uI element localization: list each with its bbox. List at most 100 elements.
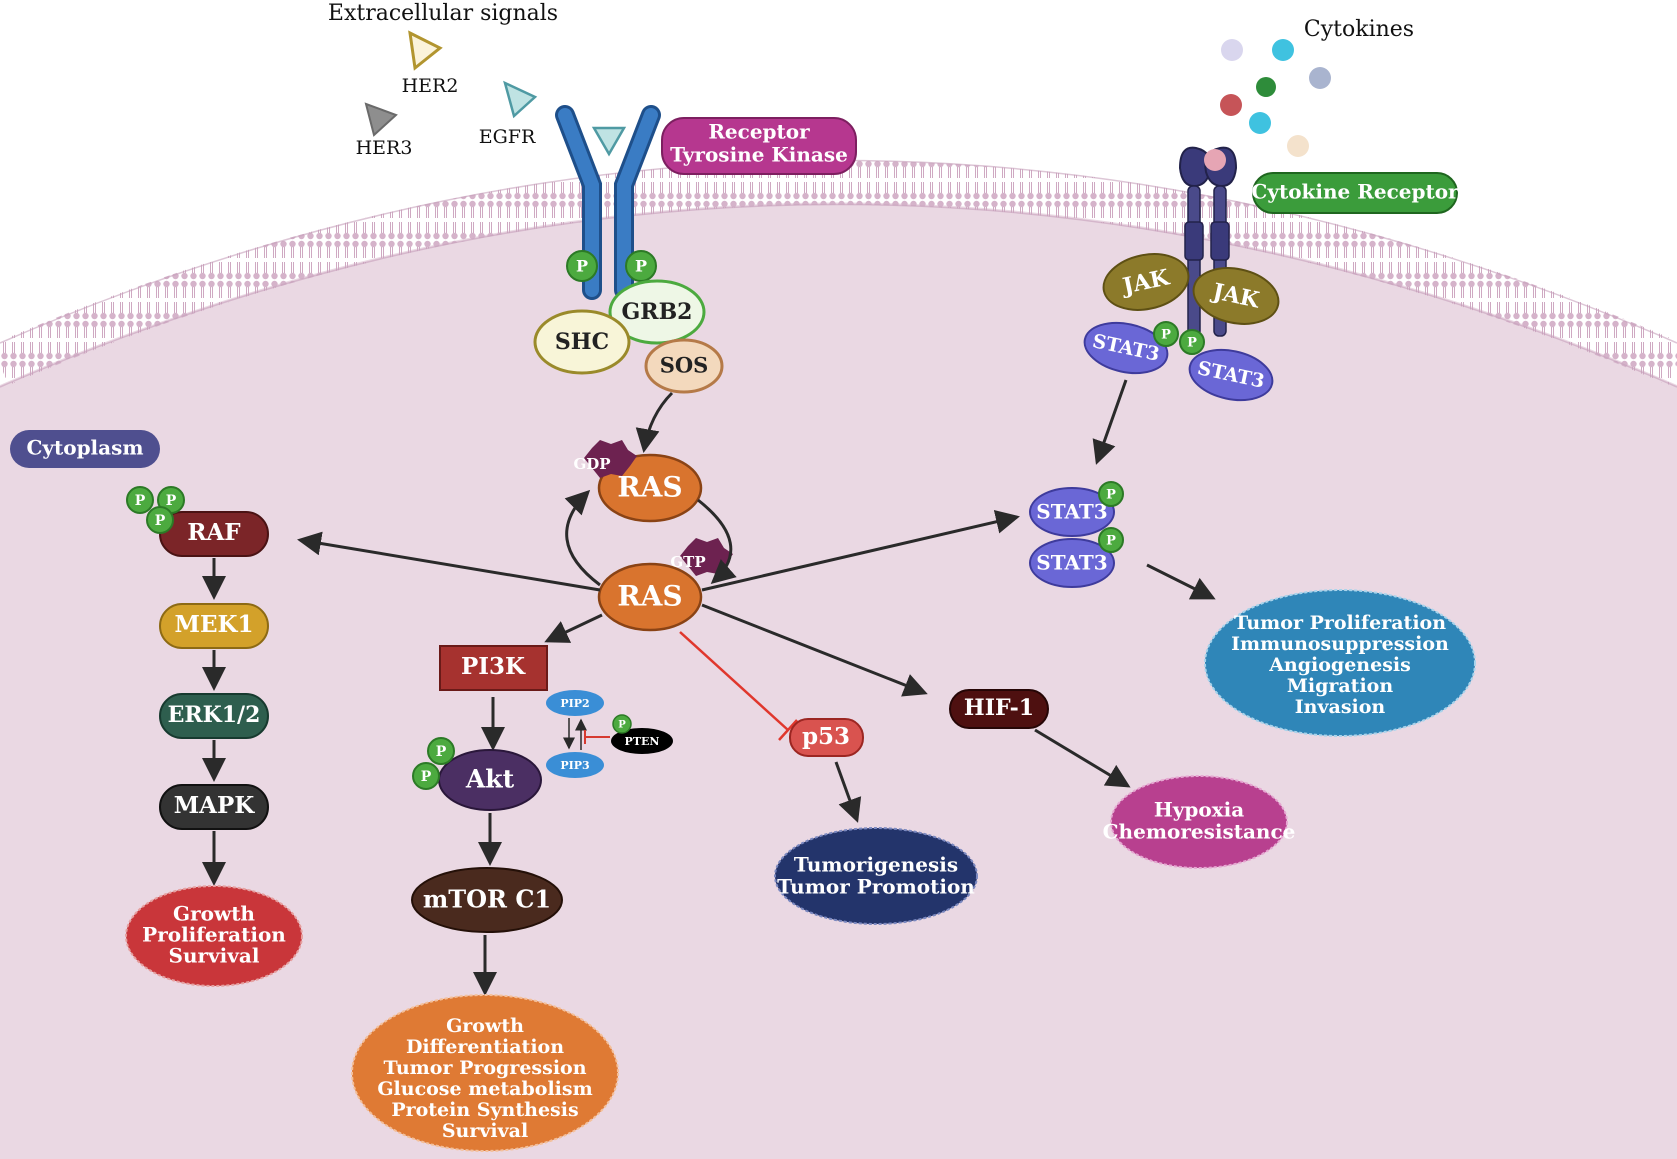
- her2-label: HER2: [402, 75, 459, 97]
- cytokine-dot-2: [1272, 39, 1294, 61]
- stat-outcome-line4: Migration: [1287, 675, 1394, 697]
- mek1-node: [159, 603, 269, 649]
- bound-egfr-ligand-icon: [591, 126, 627, 157]
- ras-gtp-label: RAS: [617, 580, 682, 613]
- arrow-ras-to-pi3k: [544, 613, 603, 643]
- arrow-stat3-to-outcome: [1146, 563, 1216, 600]
- sos-label: SOS: [660, 353, 709, 378]
- hif1-label: HIF-1: [964, 695, 1034, 721]
- ras-gtp-node: [597, 562, 703, 632]
- arrow-ras-gtp-to-gdp: [564, 489, 601, 587]
- svg-text:P: P: [436, 744, 447, 760]
- erk-node: [159, 693, 269, 739]
- shc-label: SHC: [555, 329, 609, 355]
- her2-ligand-icon: [408, 30, 443, 71]
- mapk-outcome-line1: Growth: [173, 902, 255, 926]
- arrow-stat3-membrane-to-dimer: [1092, 379, 1128, 465]
- mtor-outcome-node: [351, 994, 619, 1152]
- p53-outcome-node: [774, 827, 978, 925]
- stat3-dimer-top-node: [1029, 487, 1115, 537]
- svg-text:P: P: [1106, 488, 1116, 503]
- mapk-node: [159, 784, 269, 830]
- pi3k-node: [439, 645, 548, 691]
- arrow-hif1-to-outcome: [1034, 728, 1131, 788]
- mtor-outcome-line2: Differentiation: [406, 1036, 564, 1058]
- cytokine-dot-5: [1220, 94, 1242, 116]
- pip2-node: [546, 690, 604, 716]
- cytokine-dot-6: [1249, 112, 1271, 134]
- stat3-membrane-phospho-left: P: [1153, 321, 1179, 347]
- gdp-badge: [584, 440, 637, 478]
- mtor-node: [411, 867, 563, 933]
- receptor-tyrosine-kinase-label-box: [661, 117, 857, 175]
- mapk-outcome-line3: Survival: [169, 944, 260, 968]
- rtk-phospho-left: P: [566, 250, 598, 282]
- erk-label: ERK1/2: [168, 702, 261, 728]
- egfr-ligand-icon: [503, 80, 538, 119]
- arrow-ras-gdp-to-gtp: [697, 498, 737, 584]
- cytokine-receptor-label: Cytokine Receptor: [1251, 180, 1459, 204]
- jak-right-node: [1192, 267, 1280, 325]
- cytokine-receptor-label-box: [1252, 172, 1458, 214]
- mapk-label: MAPK: [174, 792, 256, 819]
- receptor-label-line2: Tyrosine Kinase: [670, 143, 848, 167]
- cytoplasm-label-box: [10, 430, 160, 468]
- mtor-outcome-line3: Tumor Progression: [383, 1057, 586, 1079]
- mapk-outcome-line2: Proliferation: [142, 923, 286, 947]
- stat3-dimer-phospho-top: P: [1098, 481, 1124, 507]
- cell-membrane: [0, 160, 1677, 386]
- svg-text:P: P: [1161, 328, 1171, 343]
- akt-phospho-2: P: [412, 762, 440, 790]
- svg-text:P: P: [635, 257, 647, 276]
- stat3-membrane-left-node: [1083, 321, 1169, 375]
- svg-text:P: P: [576, 257, 588, 276]
- cytokine-dot-1: [1221, 39, 1243, 61]
- arrow-ras-to-stat3: [701, 510, 1020, 592]
- svg-text:P: P: [421, 769, 432, 785]
- stat3-membrane-phospho-right: P: [1179, 329, 1205, 355]
- p53-outcome-line2: Tumor Promotion: [777, 875, 975, 899]
- gdp-label: GDP: [573, 455, 610, 473]
- mtor-outcome-line1: Growth: [446, 1015, 524, 1037]
- mek1-label: MEK1: [175, 611, 254, 638]
- ras-gdp-label: RAS: [617, 471, 682, 504]
- mtor-label: mTOR C1: [423, 885, 551, 914]
- arrow-sos-to-ras: [635, 391, 674, 453]
- extracellular-signals-label: Extracellular signals: [328, 1, 558, 26]
- her3-label: HER3: [356, 137, 413, 159]
- cytokines-label: Cytokines: [1304, 17, 1414, 42]
- akt-label: Akt: [465, 765, 515, 794]
- svg-text:P: P: [618, 720, 626, 731]
- her3-ligand-icon: [364, 102, 398, 137]
- rtk-phospho-right: P: [625, 250, 657, 282]
- hif1-node: [949, 689, 1049, 729]
- mtor-outcome-line4: Glucose metabolism: [377, 1078, 592, 1100]
- cytokine-dot-7: [1287, 135, 1309, 157]
- sos-node: [644, 338, 724, 394]
- cytokine-dot-3: [1256, 77, 1276, 97]
- stat3-membrane-right-node: [1188, 348, 1274, 402]
- hif-outcome-node: [1110, 775, 1288, 869]
- raf-phospho-1: P: [126, 486, 154, 514]
- p53-label: p53: [802, 723, 850, 750]
- jak-left-node: [1102, 253, 1190, 311]
- stat-outcome-line1: Tumor Proliferation: [1234, 612, 1446, 634]
- hif-outcome-line1: Hypoxia: [1154, 798, 1244, 822]
- svg-text:P: P: [1187, 336, 1197, 351]
- egfr-label: EGFR: [479, 126, 536, 148]
- svg-text:P: P: [1106, 534, 1116, 549]
- pip3-label: PIP3: [560, 759, 589, 772]
- hif-outcome-line2: Chemoresistance: [1103, 820, 1296, 844]
- pten-node: [611, 728, 673, 754]
- stat3-dimer-top-label: STAT3: [1036, 500, 1107, 524]
- svg-text:P: P: [166, 493, 177, 509]
- pten-phospho: P: [612, 714, 632, 734]
- bound-cytokine-icon: [1204, 149, 1226, 171]
- arrow-p53-to-outcome: [834, 761, 862, 823]
- stat-outcome-line3: Angiogenesis: [1268, 654, 1411, 676]
- stat-outcome-line5: Invasion: [1295, 696, 1386, 718]
- svg-text:P: P: [155, 513, 166, 529]
- p53-node: [789, 718, 864, 757]
- mtor-outcome-line6: Survival: [442, 1120, 528, 1142]
